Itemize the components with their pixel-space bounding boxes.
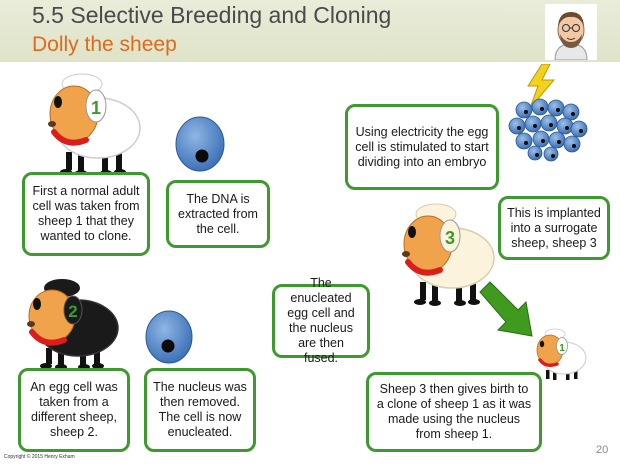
avatar	[545, 4, 597, 60]
sheep-2-icon: 2	[27, 279, 119, 370]
egg-cell-icon	[145, 310, 193, 364]
cell-with-nucleus-icon	[175, 116, 225, 172]
sheep-3-icon: 3	[402, 203, 495, 306]
step2-box: The DNA is extracted from the cell.	[166, 180, 270, 248]
copyright: Copyright © 2015 Henry Exham	[4, 454, 75, 460]
step7-box: This is implanted into a surrogate sheep…	[498, 196, 610, 260]
embryo-cluster-icon	[508, 98, 588, 162]
step1-box: First a normal adult cell was taken from…	[22, 172, 150, 256]
sheep-1-tag: 1	[91, 98, 101, 118]
clone-sheep-icon: 1	[536, 328, 587, 380]
lightning-icon	[527, 64, 556, 108]
clone-sheep-tag: 1	[559, 343, 565, 354]
title-bar: 5.5 Selective Breeding and Cloning Dolly…	[0, 0, 620, 62]
sheep-3-tag: 3	[445, 228, 455, 248]
arrow-icon	[479, 281, 533, 337]
sheep-1-icon: 1	[48, 73, 141, 176]
page-subtitle: Dolly the sheep	[32, 33, 177, 56]
sheep-2-tag: 2	[68, 302, 77, 321]
page-title: 5.5 Selective Breeding and Cloning	[32, 2, 392, 28]
step6-box: Using electricity the egg cell is stimul…	[345, 104, 499, 190]
step4-box: The nucleus was then removed. The cell i…	[144, 368, 256, 452]
step3-box: An egg cell was taken from a different s…	[18, 368, 130, 452]
page-number: 20	[596, 444, 609, 456]
step8-box: Sheep 3 then gives birth to a clone of s…	[366, 372, 542, 452]
step5-box: The enucleated egg cell and the nucleus …	[272, 276, 370, 365]
